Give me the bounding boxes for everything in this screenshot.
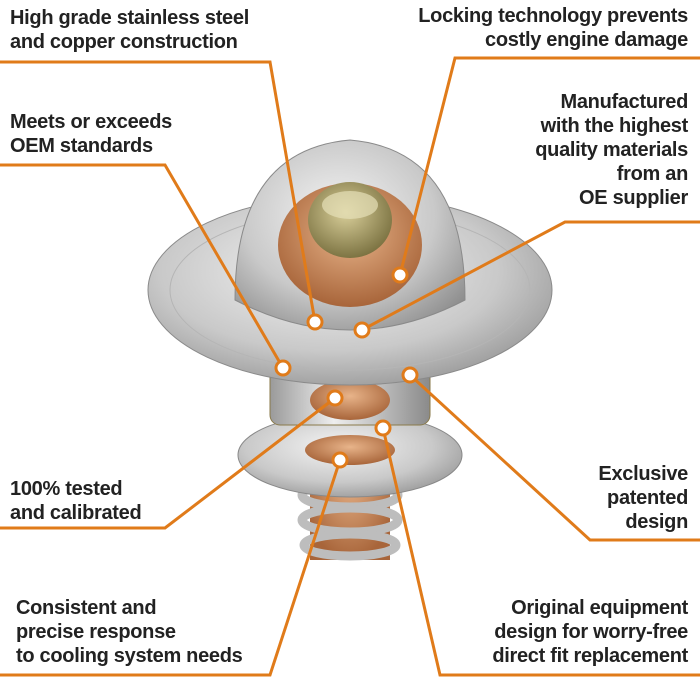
callout-line: High grade stainless steel (10, 7, 249, 29)
callout-response: Consistent and precise response to cooli… (16, 596, 243, 668)
callout-line: Consistent and (16, 597, 157, 619)
callout-dot (353, 321, 371, 339)
callout-materials: High grade stainless steel and copper co… (10, 6, 249, 54)
callout-dots (274, 266, 419, 469)
callout-line: to cooling system needs (16, 645, 243, 667)
callout-line: direct fit replacement (492, 645, 688, 667)
callout-dot (391, 266, 409, 284)
callout-line: patented (607, 487, 688, 509)
callout-line: design (625, 511, 688, 533)
callout-line: Manufactured (560, 91, 688, 113)
callout-dot (274, 359, 292, 377)
callout-line: quality materials (535, 139, 688, 161)
callout-line: with the highest (540, 115, 689, 137)
callout-locking: Locking technology prevents costly engin… (418, 4, 688, 52)
callout-tested: 100% tested and calibrated (10, 477, 142, 525)
callout-line: Locking technology prevents (418, 5, 688, 27)
callout-line: from an (616, 163, 689, 185)
callout-supplier: Manufactured with the highest quality ma… (535, 90, 688, 210)
callout-dot (401, 366, 419, 384)
callout-line: Exclusive (598, 463, 688, 485)
callout-oem: Meets or exceeds OEM standards (10, 110, 172, 158)
callout-line: precise response (16, 621, 176, 643)
callout-patented: Exclusive patented design (598, 462, 688, 534)
callout-line: Meets or exceeds (10, 111, 172, 133)
callout-line: Original equipment (511, 597, 688, 619)
callout-line: OEM standards (10, 135, 153, 157)
callout-line: costly engine damage (485, 29, 688, 51)
callout-dot (326, 389, 344, 407)
callout-fit: Original equipment design for worry-free… (492, 596, 688, 668)
callout-line: OE supplier (579, 187, 688, 209)
callout-dot (374, 419, 392, 437)
callout-line: and calibrated (10, 502, 142, 524)
callout-line: and copper construction (10, 31, 238, 53)
callout-dot (331, 451, 349, 469)
leader-lines (0, 56, 700, 677)
callout-line: 100% tested (10, 478, 123, 500)
callout-line: design for worry-free (494, 621, 688, 643)
callout-dot (306, 313, 324, 331)
